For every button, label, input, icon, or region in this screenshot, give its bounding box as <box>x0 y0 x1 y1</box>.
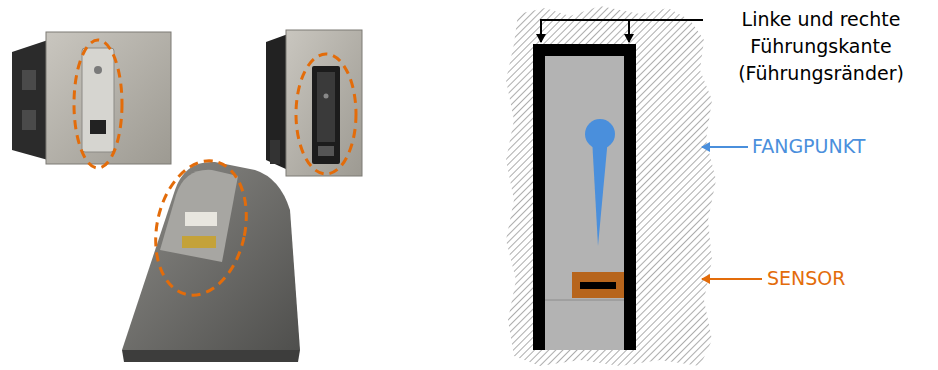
leader-lines <box>541 20 762 279</box>
sensor-slot <box>580 282 616 289</box>
capture-point <box>585 119 615 149</box>
guide-frame <box>533 44 636 350</box>
edge-label: Linke und rechte Führungskante (Führungs… <box>705 6 937 87</box>
capture-point-label: FANGPUNKT <box>752 133 932 160</box>
sensor-symbol <box>572 272 624 298</box>
sensor-label: SENSOR <box>767 265 927 292</box>
hatched-housing <box>506 6 716 366</box>
reader-photo <box>266 30 362 176</box>
capture-point <box>592 138 608 246</box>
reader-photo <box>122 152 300 362</box>
schematic <box>506 6 716 366</box>
reader-photo <box>12 32 171 168</box>
finger-channel <box>545 56 624 350</box>
